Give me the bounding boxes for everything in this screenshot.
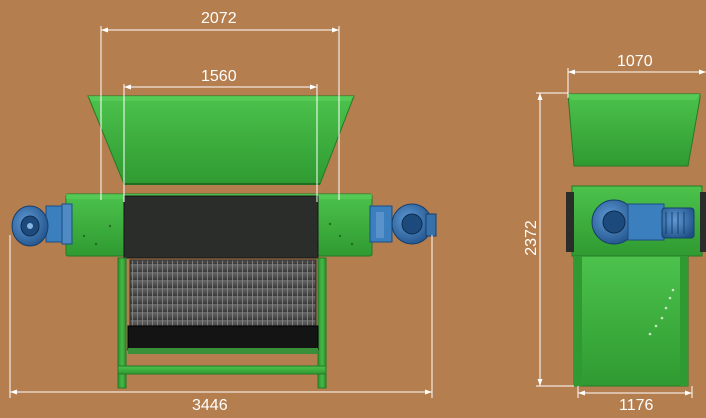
side-stand: [573, 255, 689, 387]
dimension-label-side-top-width: 1070: [617, 53, 653, 70]
dimension-label-hopper-top-width: 2072: [201, 10, 237, 27]
side-view: [566, 93, 706, 387]
dimension-label-overall-height: 2372: [522, 220, 540, 256]
side-hopper: [567, 93, 701, 167]
front-view: [11, 95, 437, 389]
front-stand: [117, 257, 327, 389]
dimension-label-hopper-inner-width: 1560: [201, 68, 237, 85]
side-motor: [591, 199, 695, 245]
dimension-label-side-base-width: 1176: [619, 397, 654, 414]
front-screen-mesh: [129, 259, 317, 329]
front-hopper: [87, 95, 355, 185]
dimension-arrowheads: [10, 27, 706, 396]
dimension-lines: [9, 26, 706, 398]
front-cutting-chamber: [123, 195, 319, 259]
front-right-motor: [369, 203, 437, 245]
front-left-motor: [11, 203, 73, 247]
dimension-label-overall-length: 3446: [192, 397, 228, 414]
